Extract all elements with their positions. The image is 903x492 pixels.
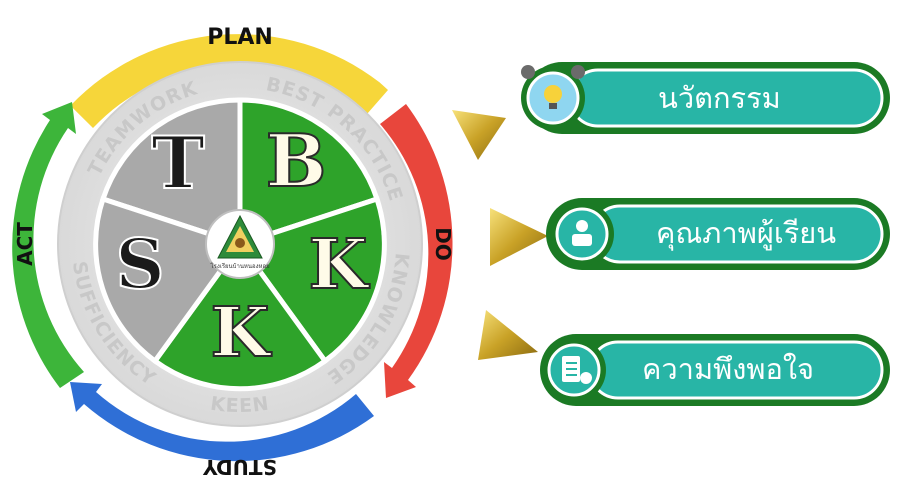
segment-k-right <box>235 195 387 365</box>
item-label-3: ความพึงพอใจ <box>642 352 815 386</box>
item-label-1: นวัตกรรม <box>658 81 781 115</box>
segment-wheel <box>93 97 387 392</box>
item-pill-1 <box>521 62 890 134</box>
student-presenter-icon <box>572 220 592 246</box>
innovation-lightbulb-gear-icon <box>521 65 585 109</box>
pointer-arrow-2 <box>490 208 548 266</box>
do-label: DO <box>431 227 455 261</box>
act-arc <box>12 102 85 388</box>
letter-k-bottom: K <box>210 293 272 373</box>
segment-k-bottom <box>151 239 329 392</box>
study-arc <box>70 382 374 462</box>
checklist-gear-icon <box>562 356 592 384</box>
letter-k-right: K <box>308 225 370 305</box>
item-pill-3 <box>540 334 890 406</box>
letter-b: B <box>266 118 327 203</box>
do-arc <box>380 104 453 398</box>
logo-caption: โรงเรียนบ้านหนองหอย <box>210 262 269 270</box>
school-logo: โรงเรียนบ้านหนองหอย <box>205 209 275 279</box>
act-label: ACT <box>13 222 37 266</box>
letter-s: S <box>115 225 164 305</box>
plan-label: PLAN <box>207 25 273 50</box>
pointer-arrow-1 <box>452 110 506 160</box>
pointer-arrow-3 <box>478 310 538 360</box>
letter-t: T <box>151 120 205 205</box>
plan-arc <box>70 34 389 128</box>
segment-s <box>93 195 245 365</box>
item-pill-2 <box>546 198 890 270</box>
study-label: STUDY <box>203 455 277 479</box>
ring-word-keen: KEEN <box>209 393 270 418</box>
item-label-2: คุณภาพผู้เรียน <box>656 216 837 250</box>
svg-text:KEEN: KEEN <box>209 393 271 418</box>
cycle-ring <box>12 34 453 462</box>
